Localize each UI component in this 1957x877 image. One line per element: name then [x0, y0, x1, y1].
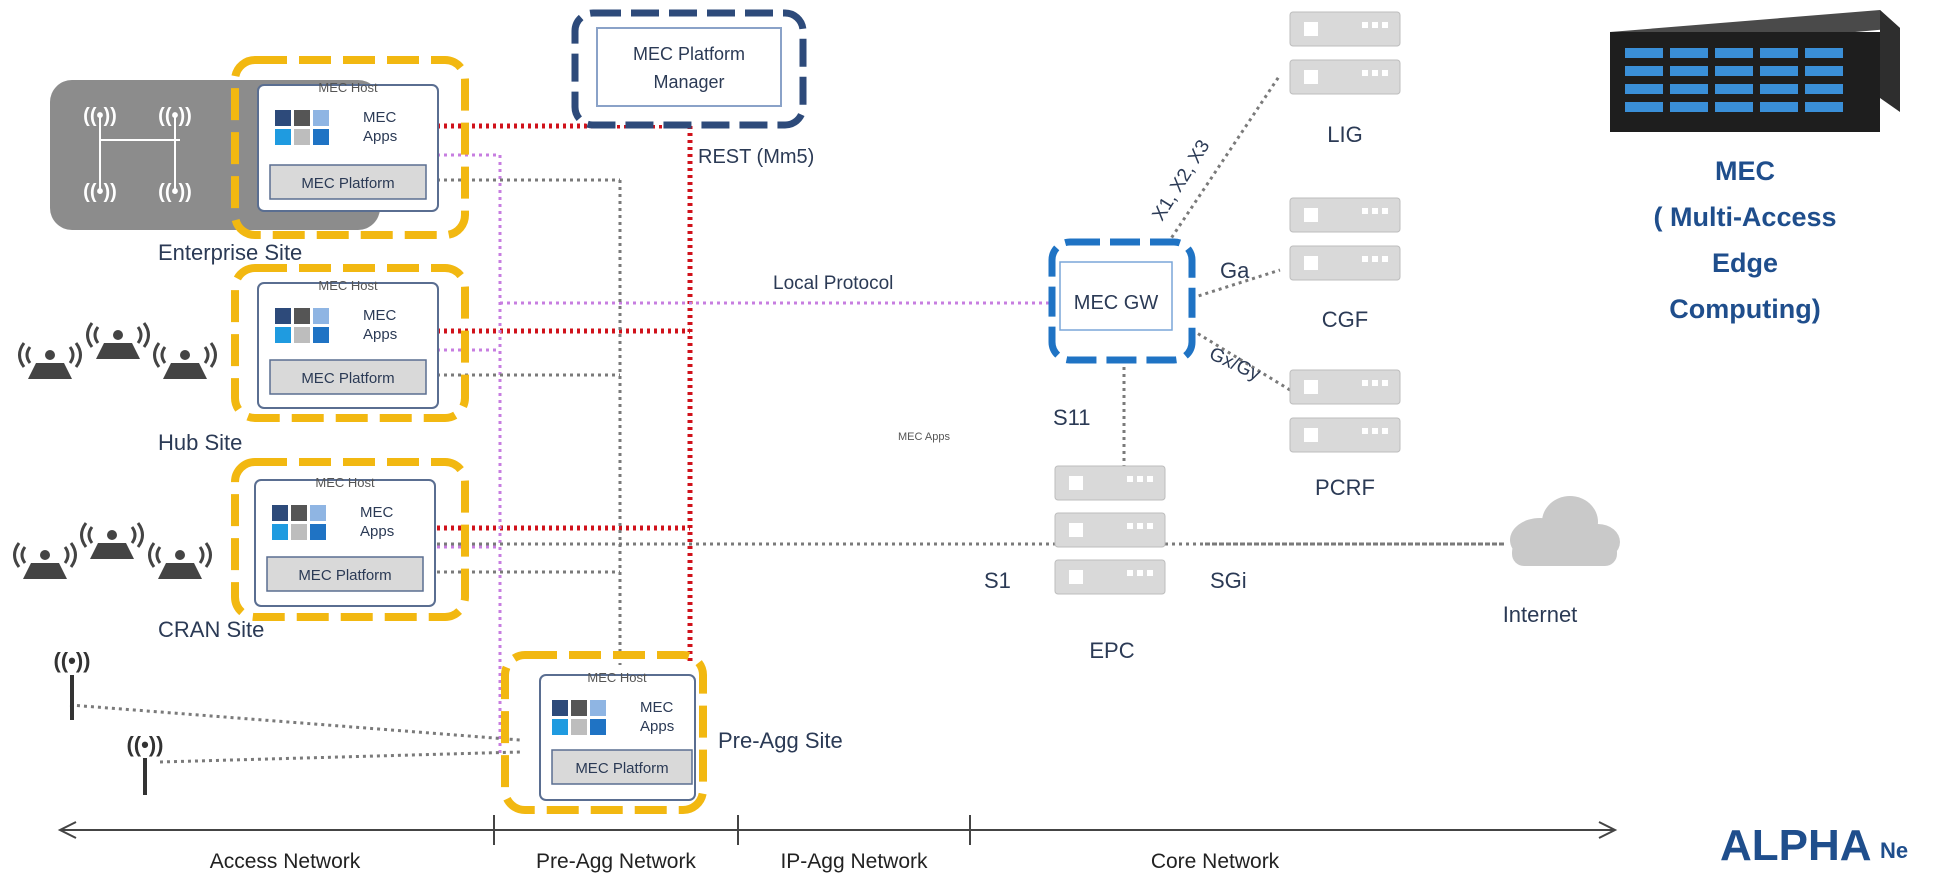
svg-text:MEC: MEC: [1715, 156, 1775, 186]
platform-manager-line2: Manager: [653, 72, 724, 92]
preagg-site-label: Pre-Agg Site: [718, 728, 843, 753]
apps-label-2: Apps: [363, 128, 397, 145]
cgf-server: CGF: [1289, 197, 1401, 332]
logo-suffix: Ne: [1880, 838, 1908, 863]
mec-host-preagg: MEC Host MEC Apps MEC Platform: [501, 651, 707, 814]
svg-text:CGF: CGF: [1322, 307, 1368, 332]
apps-label-2: Apps: [363, 326, 397, 343]
host-label: MEC Host: [587, 670, 647, 685]
mec-apps-small-label: MEC Apps: [898, 431, 950, 443]
host-label: MEC Host: [318, 278, 378, 293]
ga-label: Ga: [1220, 258, 1250, 283]
mec-gw: MEC GW: [1048, 238, 1196, 364]
host-label: MEC Host: [318, 80, 378, 95]
cran-site-label: CRAN Site: [158, 617, 264, 642]
antenna-icons: ((•)) ((•)): [53, 648, 164, 795]
svg-text:PCRF: PCRF: [1315, 475, 1375, 500]
mec-host-hub: MEC Host MEC Apps MEC Platform: [231, 264, 469, 422]
svg-text:( Multi-Access: ( Multi-Access: [1653, 202, 1836, 232]
platform-label: MEC Platform: [301, 370, 394, 387]
gray-links: [69, 74, 1505, 764]
epc-server: EPC: [1054, 465, 1166, 663]
svg-text:((•)): ((•)): [126, 732, 163, 757]
svg-text:EPC: EPC: [1089, 638, 1134, 663]
apps-label-1: MEC: [360, 504, 394, 521]
apps-label-1: MEC: [363, 307, 397, 324]
axis-preagg-network: Pre-Agg Network: [536, 850, 696, 873]
logo-main: ALPHA: [1720, 821, 1872, 870]
cran-users-icon: [13, 521, 212, 581]
pcrf-server: PCRF: [1289, 369, 1401, 500]
apps-label-1: MEC: [363, 109, 397, 126]
svg-text:LIG: LIG: [1327, 122, 1362, 147]
svg-text:((•)): ((•)): [83, 181, 117, 203]
network-axis: [57, 815, 1618, 845]
hub-site-label: Hub Site: [158, 430, 242, 455]
mec-gw-label: MEC GW: [1074, 292, 1159, 314]
lig-server: LIG: [1289, 11, 1401, 147]
gxgy-label: Gx/Gy: [1206, 343, 1264, 385]
apps-label-2: Apps: [360, 523, 394, 540]
s1-label: S1: [984, 568, 1011, 593]
axis-core-network: Core Network: [1151, 850, 1280, 873]
platform-label: MEC Platform: [298, 567, 391, 584]
apps-label-2: Apps: [640, 718, 674, 735]
mec-host-cran: MEC Host MEC Apps MEC Platform: [231, 458, 469, 621]
svg-text:((•)): ((•)): [158, 181, 192, 203]
x123-label: X1, X2, X3: [1148, 136, 1214, 224]
rest-mm5-label: REST (Mm5): [698, 146, 814, 168]
svg-text:((•)): ((•)): [158, 105, 192, 127]
svg-text:((•)): ((•)): [53, 648, 90, 673]
platform-label: MEC Platform: [575, 760, 668, 777]
sgi-label: SGi: [1210, 568, 1247, 593]
s11-label: S11: [1053, 405, 1091, 430]
svg-text:Computing): Computing): [1669, 294, 1820, 324]
axis-access-network: Access Network: [210, 850, 361, 873]
cloud-icon: [1510, 496, 1620, 566]
internet-label: Internet: [1503, 602, 1578, 627]
host-label: MEC Host: [315, 475, 375, 490]
platform-manager-line1: MEC Platform: [633, 44, 745, 64]
local-protocol-label: Local Protocol: [773, 273, 893, 294]
mec-platform-manager: MEC Platform Manager: [571, 9, 807, 129]
mec-server-hardware-icon: [1610, 10, 1900, 132]
hub-users-icon: [18, 321, 217, 381]
alpha-logo: ALPHA Ne: [1720, 821, 1908, 870]
mec-host-enterprise: MEC Host MEC Apps MEC Platform: [231, 56, 469, 239]
apps-label-1: MEC: [640, 699, 674, 716]
purple-links: [430, 153, 1052, 755]
mec-caption: MEC ( Multi-Access Edge Computing): [1653, 156, 1836, 324]
enterprise-site-label: Enterprise Site: [158, 240, 302, 265]
platform-label: MEC Platform: [301, 175, 394, 192]
svg-text:((•)): ((•)): [83, 105, 117, 127]
axis-ipagg-network: IP-Agg Network: [780, 850, 928, 873]
svg-text:Edge: Edge: [1712, 248, 1778, 278]
